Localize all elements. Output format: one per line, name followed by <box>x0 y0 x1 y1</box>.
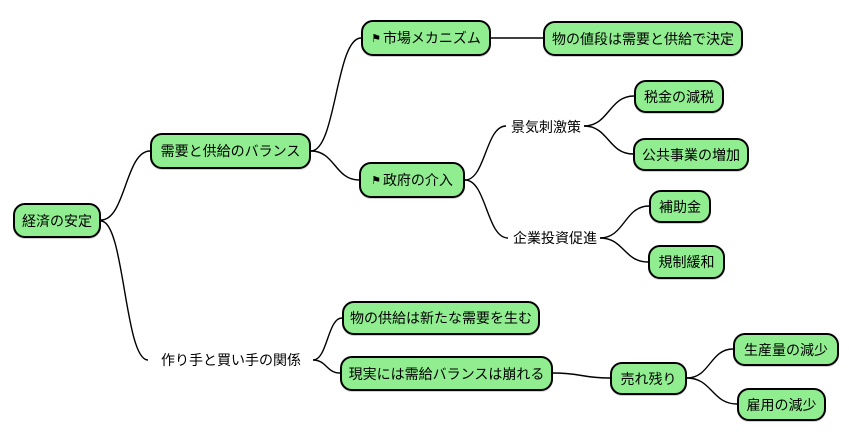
edge-stimulus-publicworks <box>583 125 634 155</box>
node-government-intervention[interactable]: ⚑ 政府の介入 <box>359 162 465 198</box>
flag-icon: ⚑ <box>371 173 381 187</box>
edge-investment-subsidy <box>599 205 650 239</box>
node-label: 市場メカニズム <box>382 31 481 47</box>
node-label: 物の値段は需要と供給で決定 <box>552 31 734 48</box>
edge-maker-supply <box>312 317 343 361</box>
node-maker-buyer-relationship[interactable]: 作り手と買い手の関係 <box>150 350 312 370</box>
edge-balance-government <box>310 150 360 181</box>
edge-investment-deregulation <box>599 237 649 263</box>
node-public-works-increase[interactable]: 公共事業の増加 <box>633 138 749 171</box>
edge-imbalance-unsold <box>552 372 611 379</box>
node-label: 税金の減税 <box>644 89 714 106</box>
node-market-mechanism[interactable]: ⚑ 市場メカニズム <box>361 20 491 56</box>
edge-root-maker <box>100 220 149 361</box>
node-balance-collapses[interactable]: 現実には需給バランスは崩れる <box>340 356 553 391</box>
node-supply-creates-demand[interactable]: 物の供給は新たな需要を生む <box>342 301 540 335</box>
node-label: 物の供給は新たな需要を生む <box>350 311 532 327</box>
node-supply-demand-balance[interactable]: 需要と供給のバランス <box>150 133 311 169</box>
edge-stimulus-taxcut <box>583 95 635 127</box>
edge-government-stimulus <box>464 125 507 181</box>
node-label: 売れ残り <box>620 371 677 388</box>
node-label: 景気刺激策 <box>511 119 581 136</box>
node-corporate-investment-promotion[interactable]: 企業投資促進 <box>511 228 599 247</box>
flag-icon: ⚑ <box>371 31 381 45</box>
edge-unsold-employment <box>686 377 738 405</box>
node-unsold-stock[interactable]: 売れ残り <box>610 362 687 395</box>
node-label: 作り手と買い手の関係 <box>161 353 301 369</box>
node-economic-stimulus[interactable]: 景気刺激策 <box>509 117 583 136</box>
node-label: 規制緩和 <box>658 255 715 271</box>
node-label: 公共事業の増加 <box>642 147 740 164</box>
node-subsidy[interactable]: 補助金 <box>649 190 711 223</box>
edge-root-balance <box>100 150 151 221</box>
node-label: 経済の安定 <box>22 213 92 230</box>
node-tax-cut[interactable]: 税金の減税 <box>634 80 724 113</box>
edge-maker-imbalance <box>312 359 341 374</box>
node-label: 補助金 <box>659 199 701 216</box>
node-label: 現実には需給バランスは崩れる <box>348 366 545 383</box>
node-label: 生産量の減少 <box>744 342 828 359</box>
node-label: 政府の介入 <box>382 173 453 189</box>
node-economic-stability[interactable]: 経済の安定 <box>13 203 101 238</box>
edge-balance-market <box>310 37 362 152</box>
node-label: 企業投資促進 <box>513 230 597 247</box>
node-deregulation[interactable]: 規制緩和 <box>648 245 725 279</box>
node-production-decrease[interactable]: 生産量の減少 <box>733 333 839 366</box>
node-employment-decrease[interactable]: 雇用の減少 <box>737 388 826 421</box>
node-price-determined[interactable]: 物の値段は需要と供給で決定 <box>543 21 743 56</box>
node-label: 雇用の減少 <box>746 397 817 414</box>
node-label: 需要と供給のバランス <box>160 144 301 160</box>
edge-unsold-production <box>686 348 734 379</box>
edge-government-investment <box>464 179 509 239</box>
